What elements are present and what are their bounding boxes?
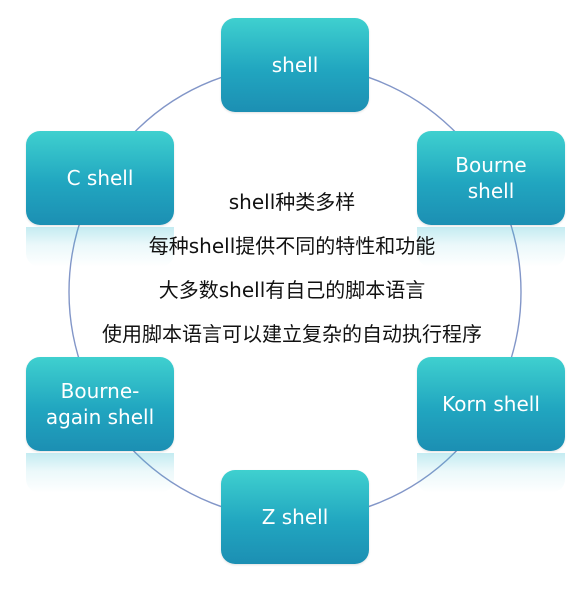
center-line: 大多数shell有自己的脚本语言 — [158, 278, 426, 302]
center-line: 每种shell提供不同的特性和功能 — [148, 234, 436, 258]
center-text-block: shell种类多样 每种shell提供不同的特性和功能 大多数shell有自己的… — [60, 180, 524, 356]
node-c-shell: C shell — [26, 131, 174, 225]
center-line: 使用脚本语言可以建立复杂的自动执行程序 — [102, 322, 482, 346]
node-korn-shell: Korn shell — [417, 357, 565, 451]
node-bourne-again-shell: Bourne- again shell — [26, 357, 174, 451]
node-z-shell: Z shell — [221, 470, 369, 564]
node-shell: shell — [221, 18, 369, 112]
node-bourne-shell: Bourne shell — [417, 131, 565, 225]
center-line: shell种类多样 — [228, 190, 356, 214]
